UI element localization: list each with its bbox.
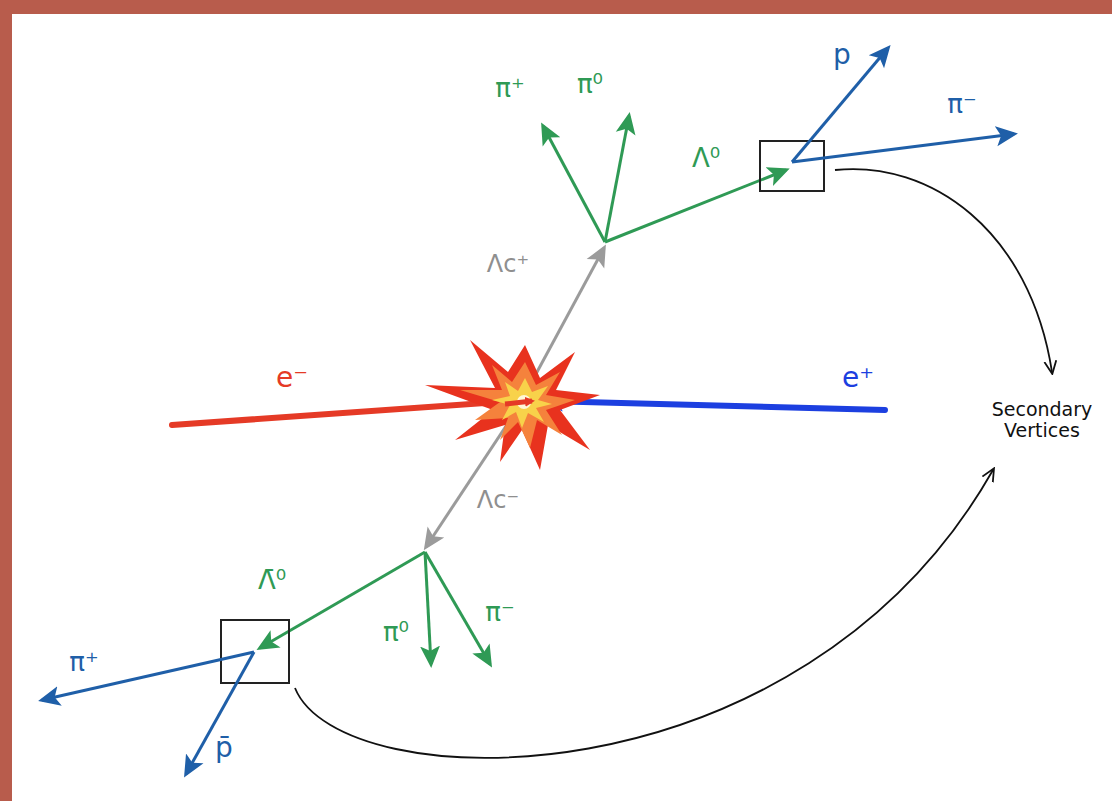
pion-track — [543, 126, 605, 242]
pion-track — [605, 116, 629, 242]
particle-label: π⁰ — [577, 70, 603, 99]
pointer-curve — [835, 169, 1052, 372]
collision-burst — [425, 340, 600, 470]
particle-label: Λc⁺ — [487, 251, 529, 277]
particle-label: Λ̄⁰ — [258, 566, 286, 595]
electron-beam — [172, 401, 515, 425]
particle-label: π⁺ — [495, 74, 524, 103]
particle-label: p — [833, 40, 851, 71]
pion-track — [425, 552, 490, 664]
lambda-track — [605, 170, 786, 242]
beam-label: e⁺ — [842, 363, 874, 394]
pion-track — [425, 552, 431, 664]
annotation-text: Secondary Vertices — [976, 399, 1108, 441]
pointer-curve — [295, 470, 993, 758]
vertex-box — [760, 141, 824, 191]
particle-label: Λc⁻ — [477, 487, 519, 513]
particle-label: π⁻ — [947, 90, 976, 119]
vertex-box — [221, 620, 289, 683]
particle-label: π⁺ — [69, 648, 98, 677]
beam-label: e⁻ — [276, 363, 308, 394]
particle-label: Λ⁰ — [692, 144, 720, 173]
antiproton-track — [186, 652, 254, 774]
particle-label: π⁻ — [485, 598, 514, 627]
pion-track — [792, 134, 1014, 162]
collision-burst — [492, 378, 552, 428]
lambda-c-minus-track — [426, 420, 510, 547]
particle-label: π⁰ — [383, 618, 409, 647]
electron-beam-head — [505, 401, 532, 404]
particle-label: p̄ — [215, 733, 233, 764]
positron-beam — [545, 401, 885, 410]
collision-burst — [460, 362, 575, 448]
